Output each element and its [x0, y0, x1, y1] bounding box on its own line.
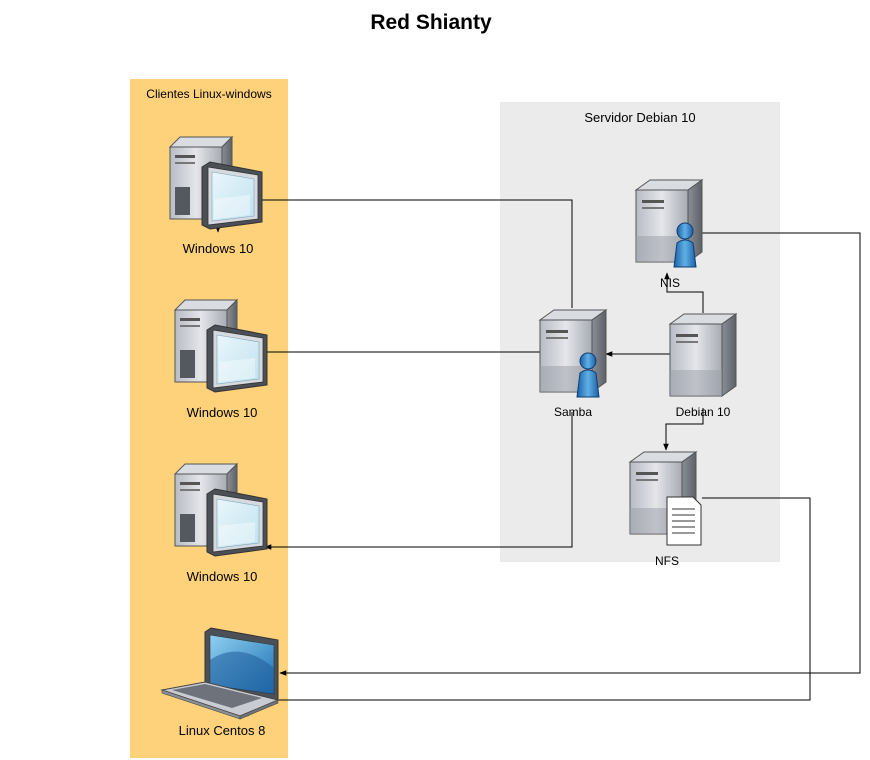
node-win2-label: Windows 10	[187, 405, 258, 420]
user-icon	[673, 222, 697, 268]
group-clients-label: Clientes Linux-windows	[146, 87, 271, 101]
node-linux[interactable]: Linux Centos 8	[160, 627, 280, 738]
node-win1[interactable]: Windows 10	[169, 136, 263, 256]
connection-debian-nis	[664, 272, 704, 313]
node-win1-label: Windows 10	[183, 241, 254, 256]
node-linux-label: Linux Centos 8	[179, 723, 266, 738]
server-icon	[669, 313, 737, 397]
document-icon	[666, 496, 702, 546]
connection-nis-linux	[279, 232, 861, 676]
node-win3[interactable]: Windows 10	[174, 463, 268, 584]
diagram-title: Red Shianty	[370, 11, 492, 34]
node-nfs-label: NFS	[655, 554, 679, 568]
node-debian[interactable]: Debian 10	[669, 313, 737, 419]
node-samba-label: Samba	[554, 405, 592, 419]
connection-debian-nfs	[663, 408, 704, 451]
laptop-icon	[160, 627, 280, 720]
node-win3-label: Windows 10	[187, 569, 258, 584]
group-server-label: Servidor Debian 10	[584, 110, 695, 125]
node-samba[interactable]: Samba	[539, 309, 607, 419]
node-nis[interactable]: NIS	[635, 179, 703, 290]
node-nfs[interactable]: NFS	[629, 451, 702, 568]
connection-samba-win3	[264, 412, 573, 550]
user-icon	[576, 352, 600, 398]
node-win2[interactable]: Windows 10	[174, 299, 268, 420]
node-nis-label: NIS	[660, 276, 680, 290]
node-debian-label: Debian 10	[676, 405, 731, 419]
